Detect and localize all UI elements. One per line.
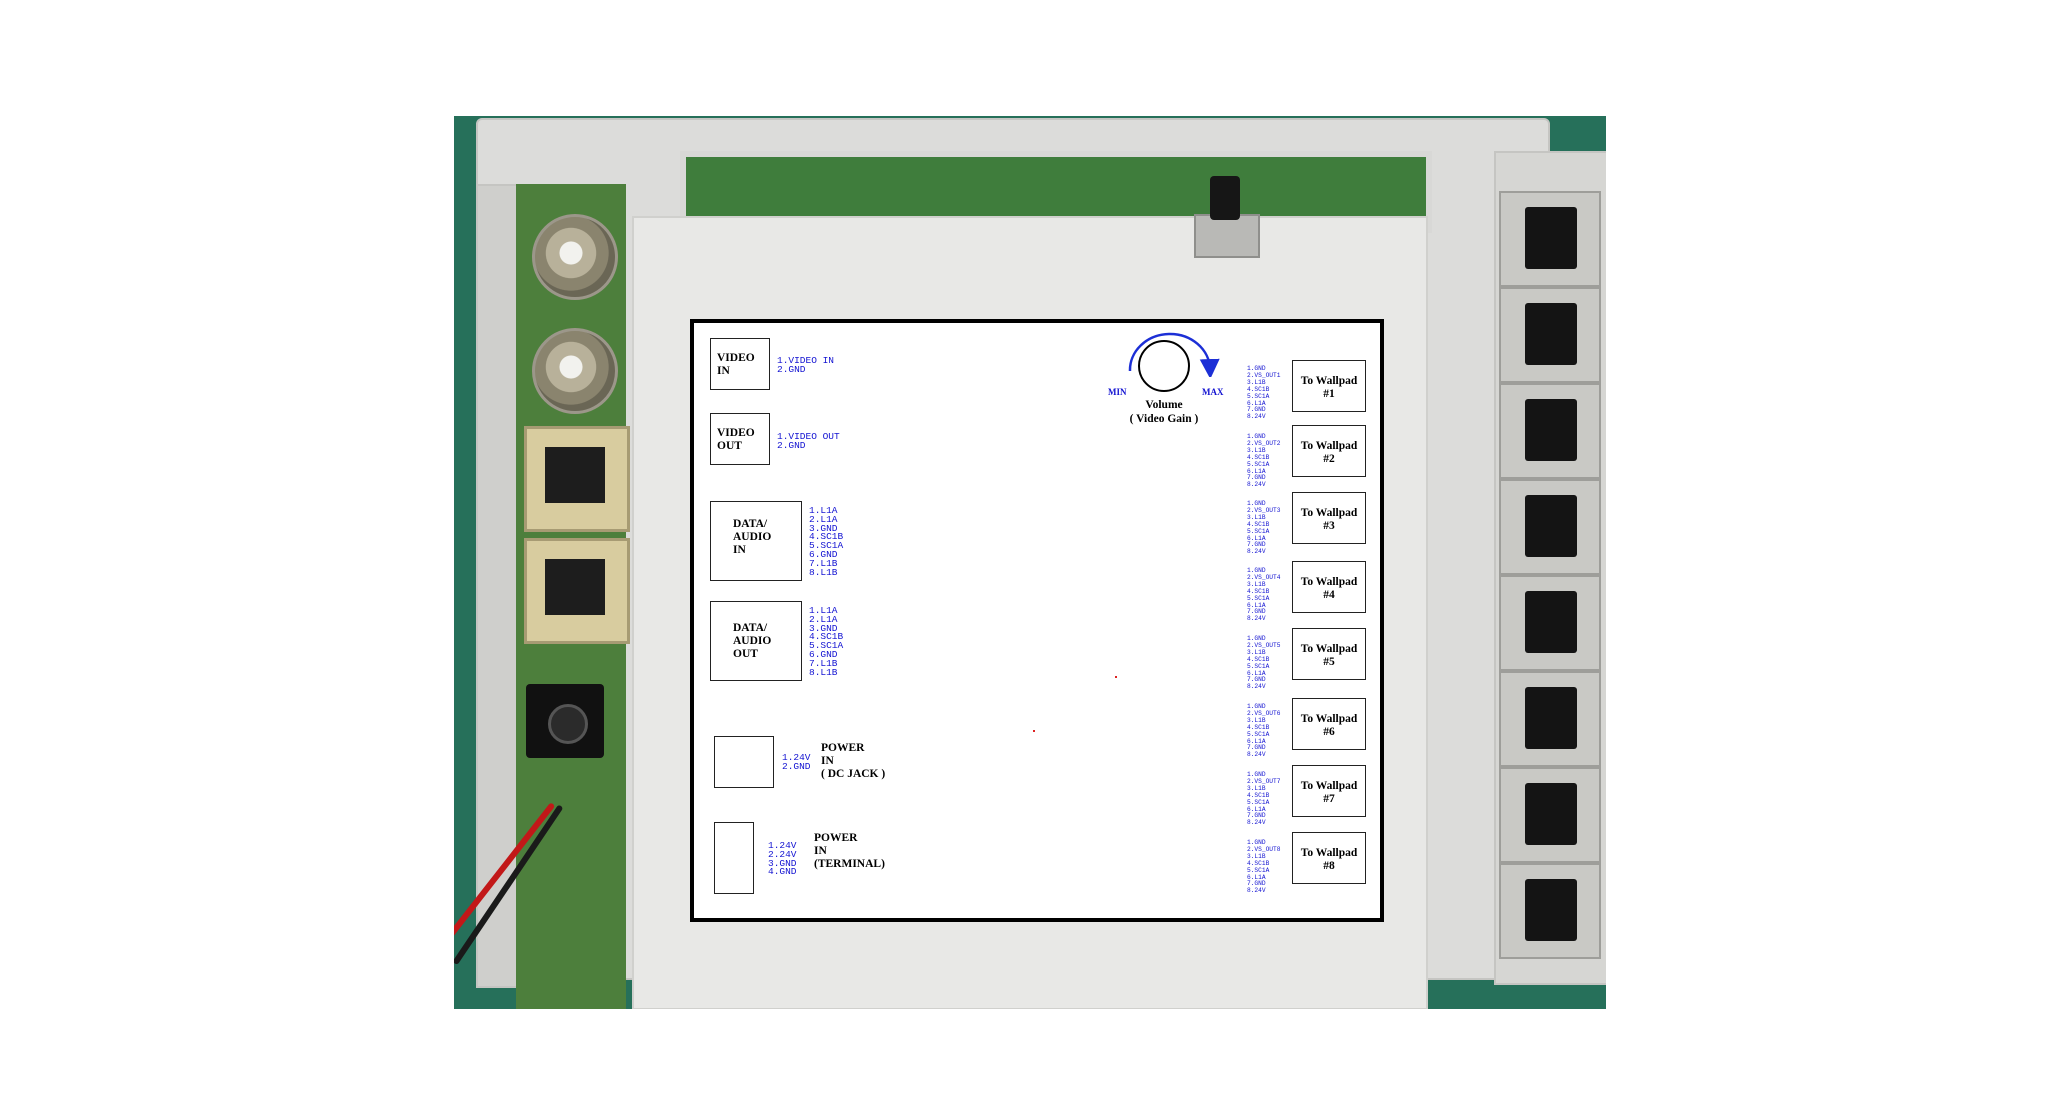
volume-knob-icon xyxy=(1138,340,1190,392)
wallpad-5-label: To Wallpad #5 xyxy=(1300,643,1358,668)
wallpad-8-pinout: 1.GND 2.VS_OUT8 3.L1B 4.SC1B 5.SC1A 6.L1… xyxy=(1247,839,1281,895)
coax-video-out-jack xyxy=(532,328,618,414)
data-audio-out-pinout: 1.L1A 2.L1A 3.GND 4.SC1B 5.SC1A 6.GND 7.… xyxy=(809,605,844,678)
power-dc-jack-pinout: 1.24V 2.GND xyxy=(782,752,811,772)
power-dc-jack-label: POWER IN ( DC JACK ) xyxy=(821,742,886,780)
wallpad-6-label: To Wallpad #6 xyxy=(1300,713,1358,738)
wallpad-1-box: To Wallpad #1 xyxy=(1292,360,1366,412)
wallpad-8-box: To Wallpad #8 xyxy=(1292,832,1366,884)
data-audio-in-pinout: 1.L1A 2.L1A 3.GND 4.SC1B 5.SC1A 6.GND 7.… xyxy=(809,505,844,578)
power-dc-jack-box xyxy=(714,736,774,788)
wallpad-4-label: To Wallpad #4 xyxy=(1300,576,1358,601)
dc-jack xyxy=(526,684,604,758)
wallpad-3-pinout: 1.GND 2.VS_OUT3 3.L1B 4.SC1B 5.SC1A 6.L1… xyxy=(1247,500,1281,556)
data-audio-in-box: DATA/ AUDIO IN xyxy=(710,501,802,581)
rj45-wallpad-3-jack xyxy=(1499,383,1601,479)
volume-max-label: MAX xyxy=(1202,387,1224,397)
rj45-wallpad-8-jack xyxy=(1499,863,1601,959)
wallpad-7-box: To Wallpad #7 xyxy=(1292,765,1366,817)
rj45-wallpad-5-jack xyxy=(1499,575,1601,671)
volume-min-label: MIN xyxy=(1108,387,1127,397)
stray-mark xyxy=(1115,676,1117,678)
wallpad-4-pinout: 1.GND 2.VS_OUT4 3.L1B 4.SC1B 5.SC1A 6.L1… xyxy=(1247,567,1281,623)
wallpad-2-label: To Wallpad #2 xyxy=(1300,440,1358,465)
volume-sublabel: ( Video Gain ) xyxy=(1129,413,1199,425)
wallpad-7-label: To Wallpad #7 xyxy=(1300,780,1358,805)
wallpad-5-pinout: 1.GND 2.VS_OUT5 3.L1B 4.SC1B 5.SC1A 6.L1… xyxy=(1247,635,1281,691)
wallpad-7-pinout: 1.GND 2.VS_OUT7 3.L1B 4.SC1B 5.SC1A 6.L1… xyxy=(1247,771,1281,827)
video-in-box: VIDEO IN xyxy=(710,338,770,390)
wiring-diagram-panel: MIN MAX Volume ( Video Gain ) VIDEO IN 1… xyxy=(690,319,1384,922)
wallpad-5-box: To Wallpad #5 xyxy=(1292,628,1366,680)
wallpad-1-label: To Wallpad #1 xyxy=(1300,375,1358,400)
coax-video-in-jack xyxy=(532,214,618,300)
rj45-data-audio-in-jack xyxy=(524,426,630,532)
video-out-pinout: 1.VIDEO OUT 2.GND xyxy=(777,431,840,451)
rj45-wallpad-2-jack xyxy=(1499,287,1601,383)
volume-pot-base xyxy=(1194,214,1260,258)
volume-label: Volume xyxy=(1145,399,1183,411)
rj45-wallpad-4-jack xyxy=(1499,479,1601,575)
volume-arrow-icon xyxy=(1128,332,1220,377)
data-audio-in-label: DATA/ AUDIO IN xyxy=(733,518,772,556)
power-terminal-pinout: 1.24V 2.24V 3.GND 4.GND xyxy=(768,840,797,878)
wallpad-3-box: To Wallpad #3 xyxy=(1292,492,1366,544)
rj45-wallpad-1-jack xyxy=(1499,191,1601,287)
wallpad-3-label: To Wallpad #3 xyxy=(1300,507,1358,532)
wallpad-1-pinout: 1.GND 2.VS_OUT1 3.L1B 4.SC1B 5.SC1A 6.L1… xyxy=(1247,365,1281,421)
video-in-pinout: 1.VIDEO IN 2.GND xyxy=(777,355,835,375)
rj45-wallpad-6-jack xyxy=(1499,671,1601,767)
volume-pot-shaft xyxy=(1210,176,1240,220)
wallpad-2-pinout: 1.GND 2.VS_OUT2 3.L1B 4.SC1B 5.SC1A 6.L1… xyxy=(1247,433,1281,489)
data-audio-out-box: DATA/ AUDIO OUT xyxy=(710,601,802,681)
rj45-wallpad-7-jack xyxy=(1499,767,1601,863)
wallpad-2-box: To Wallpad #2 xyxy=(1292,425,1366,477)
video-out-label: VIDEO OUT xyxy=(717,427,755,452)
data-audio-out-label: DATA/ AUDIO OUT xyxy=(733,622,772,660)
power-terminal-box xyxy=(714,822,754,894)
wallpad-6-pinout: 1.GND 2.VS_OUT6 3.L1B 4.SC1B 5.SC1A 6.L1… xyxy=(1247,703,1281,759)
video-out-box: VIDEO OUT xyxy=(710,413,770,465)
rj45-data-audio-out-jack xyxy=(524,538,630,644)
stray-mark xyxy=(1033,730,1035,732)
wallpad-4-box: To Wallpad #4 xyxy=(1292,561,1366,613)
video-in-label: VIDEO IN xyxy=(717,352,755,377)
wallpad-6-box: To Wallpad #6 xyxy=(1292,698,1366,750)
power-terminal-label: POWER IN (TERMINAL) xyxy=(814,832,885,870)
wallpad-8-label: To Wallpad #8 xyxy=(1300,847,1358,872)
